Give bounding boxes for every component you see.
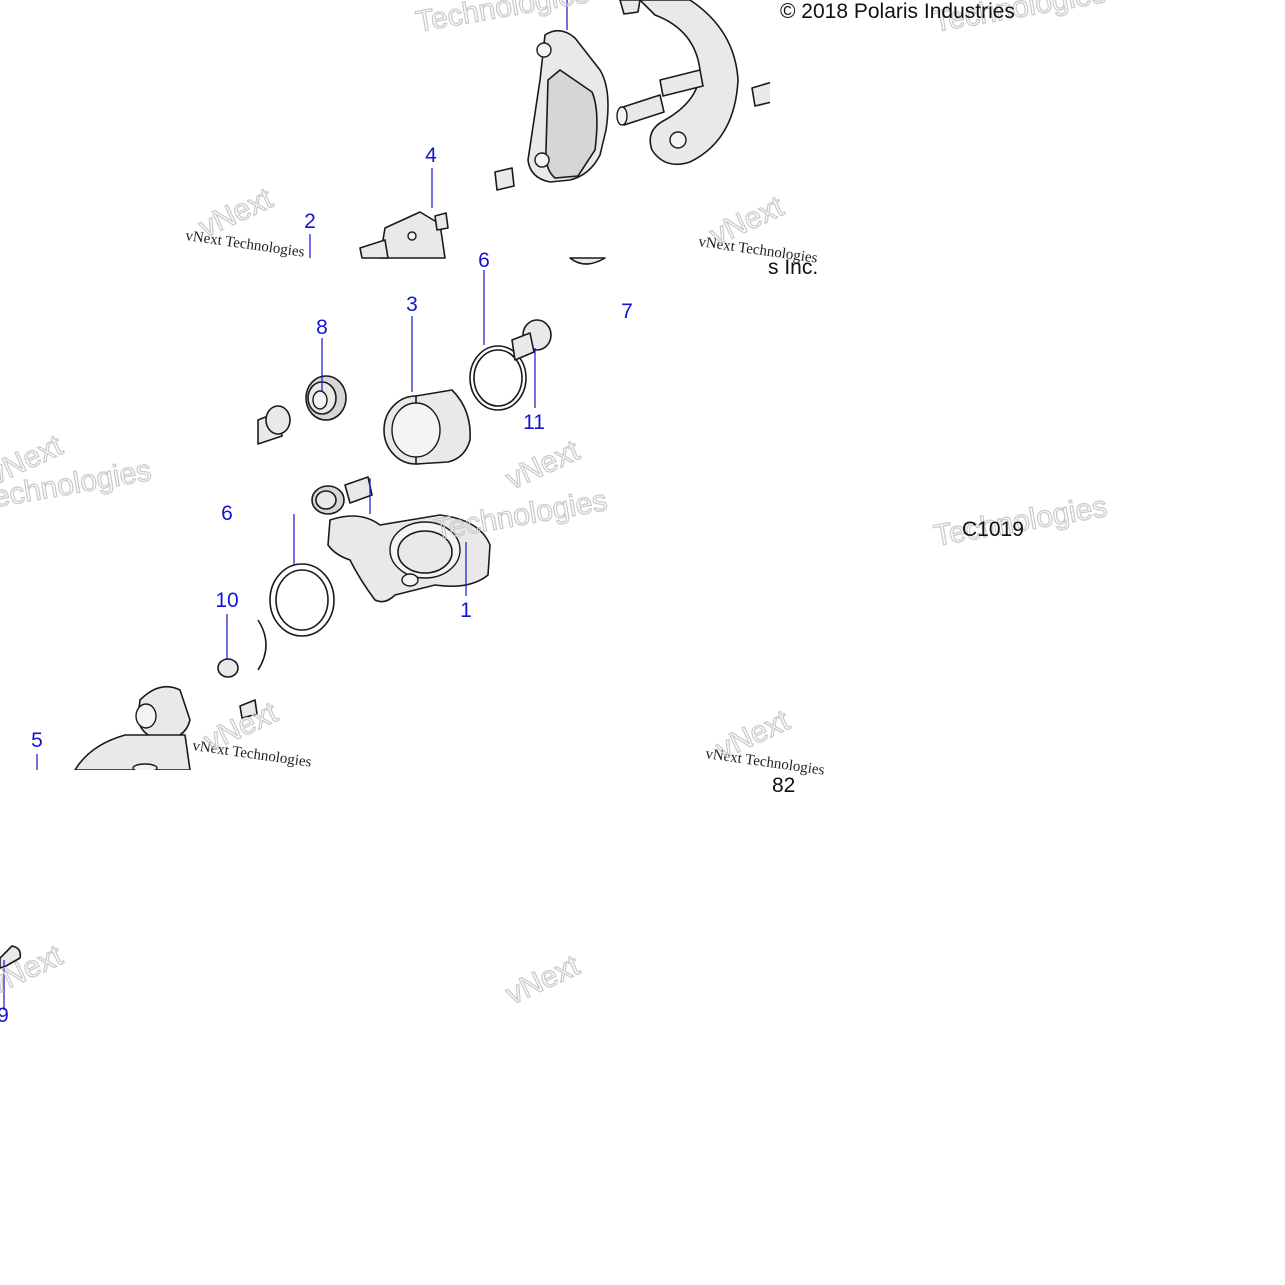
pad-pin-upper [494,167,515,191]
caliper-bracket [619,0,739,166]
part-5-caliper-housing [74,685,191,773]
brake-pad [527,29,609,183]
callout-10: 10 [215,589,238,612]
part-6-seal-ring-lower [269,563,335,637]
callout-1: 1 [460,599,472,622]
callout-2: 2 [304,210,316,233]
pad-pin-lower [616,94,665,126]
callout-5: 5 [31,729,43,752]
part-11-bolt [511,319,552,361]
part-10-bleeder-cap [217,658,239,678]
part-6-seal-ring-upper [469,345,527,411]
ring-fragment-left [257,619,267,671]
part-3-piston [383,389,471,465]
callout-8: 8 [316,316,328,339]
callout-4: 4 [425,144,437,167]
svg-text:vNext: vNext [501,434,585,497]
callout-9-partial: 9 [0,1004,9,1027]
diagram-id: C1019 [962,518,1024,541]
callouts: 1 2 3 4 5 6 7 8 10 11 6 9 [0,144,633,1027]
part-7-fragment [569,257,606,265]
small-pin-lower [239,699,258,719]
bracket-pin-right [751,81,773,107]
callout-6: 6 [478,249,490,272]
part-8-bushing [305,375,347,421]
part-1-caliper-body [311,476,491,603]
part-9-bleeder-fragment [0,945,22,969]
part-11-bolt-left [257,405,291,445]
fragment-inc: s Inc. [768,256,818,279]
callout-7: 7 [621,300,633,323]
callout-11: 11 [523,411,545,434]
callout-6-partial: 6 [221,502,233,525]
fragment-82: 82 [772,774,795,797]
part-4-slide-pin [359,211,449,259]
copyright-text: © 2018 Polaris Industries [780,0,1015,23]
callout-3: 3 [406,293,418,316]
